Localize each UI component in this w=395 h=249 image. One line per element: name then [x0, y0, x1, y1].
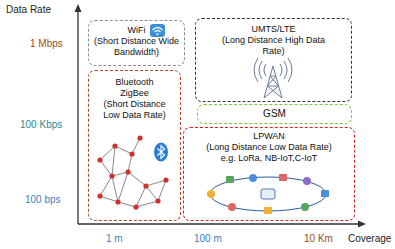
region-note: (Long Distance Low Data Rate) — [194, 142, 344, 153]
art-part — [132, 138, 140, 154]
region-note: e.g. LoRa, NB-IoT,C-IoT — [194, 153, 344, 164]
art-part — [273, 66, 282, 98]
art-part — [163, 177, 168, 182]
art-part — [100, 176, 112, 196]
art-part — [259, 61, 262, 79]
art-part — [146, 180, 166, 186]
art-part — [133, 204, 138, 209]
art-part — [128, 172, 146, 186]
art-part — [158, 146, 165, 159]
art-part — [118, 202, 136, 207]
art-part — [301, 203, 309, 211]
art-part — [284, 61, 287, 79]
art-part — [358, 221, 366, 228]
art-part — [226, 176, 234, 183]
region-title: UMTS/LTE — [214, 24, 334, 35]
art-part — [112, 143, 117, 148]
lpwan-region: LPWAN(Long Distance Low Data Rate)e.g. L… — [183, 127, 355, 221]
art-part — [146, 186, 158, 201]
region-note: (Short Distance Wide Bandwidth) — [92, 36, 182, 58]
short-range-region: Bluetooth ZigBee(Short Distance Low Data… — [88, 70, 181, 221]
art-part — [207, 190, 215, 198]
art-part — [158, 180, 166, 201]
art-part — [153, 28, 163, 31]
art-part — [118, 172, 128, 202]
wifi-region: WiFi(Short Distance Wide Bandwidth) — [88, 20, 185, 66]
art-part — [261, 189, 275, 199]
art-part — [115, 146, 132, 154]
art-part — [100, 160, 112, 176]
art-part — [109, 173, 114, 178]
tick-label: 100 Kbps — [20, 119, 62, 131]
art-part — [264, 86, 279, 98]
art-part — [279, 174, 287, 181]
art-part — [264, 66, 273, 98]
art-part — [97, 157, 102, 162]
wifi-icon — [150, 24, 165, 37]
iot-network — [207, 174, 329, 214]
tick-label: 100 m — [194, 233, 222, 245]
art-part — [129, 151, 134, 156]
art-part — [303, 177, 311, 185]
art-part — [136, 201, 158, 207]
mesh-network — [97, 135, 168, 209]
art-part — [136, 186, 146, 207]
art-part — [112, 146, 115, 176]
cell-tower — [254, 58, 292, 98]
art-part — [128, 154, 132, 172]
tick-label: 1 Mbps — [30, 38, 63, 50]
tick-label: 10 Km — [304, 233, 333, 245]
art-part — [150, 24, 165, 37]
art-part — [249, 174, 257, 182]
art-part — [125, 169, 130, 174]
art-part — [78, 223, 360, 224]
tick-label: 1 m — [106, 233, 123, 245]
region-title: GSM — [215, 108, 335, 119]
art-part — [268, 76, 277, 86]
art-part — [280, 64, 282, 76]
axes — [75, 4, 367, 228]
art-part — [264, 207, 272, 214]
art-part — [155, 31, 161, 33]
art-part — [155, 198, 160, 203]
axis-title: Coverage — [348, 233, 391, 245]
bluetooth-icon — [154, 143, 168, 162]
art-part — [154, 143, 168, 162]
tick-label: 100 bps — [25, 194, 61, 206]
region-title: Bluetooth ZigBee — [104, 77, 166, 99]
art-part — [137, 135, 142, 140]
art-part — [321, 190, 329, 197]
region-title: WiFi — [107, 25, 167, 36]
art-part — [288, 58, 292, 82]
art-part — [228, 203, 236, 211]
art-part — [75, 4, 82, 12]
region-note: (Short Distance Low Data Rate) — [95, 99, 175, 121]
art-part — [268, 86, 283, 98]
art-part — [112, 176, 118, 202]
cellular-region: UMTS/LTE(Long Distance High Data Rate) — [195, 18, 352, 102]
region-title: LPWAN — [194, 131, 344, 142]
art-part — [157, 33, 159, 35]
art-part — [115, 199, 120, 204]
art-part — [100, 146, 115, 160]
art-part — [254, 58, 258, 82]
axis-title: Data Rate — [6, 4, 51, 16]
art-part — [143, 183, 148, 188]
region-note: (Long Distance High Data Rate) — [214, 35, 334, 57]
art-part — [268, 86, 279, 87]
art-part — [77, 10, 78, 224]
art-part — [97, 135, 168, 209]
art-part — [97, 193, 102, 198]
art-part — [210, 177, 326, 211]
gsm-region: GSM — [197, 104, 352, 124]
art-part — [264, 64, 266, 76]
art-part — [100, 196, 118, 202]
